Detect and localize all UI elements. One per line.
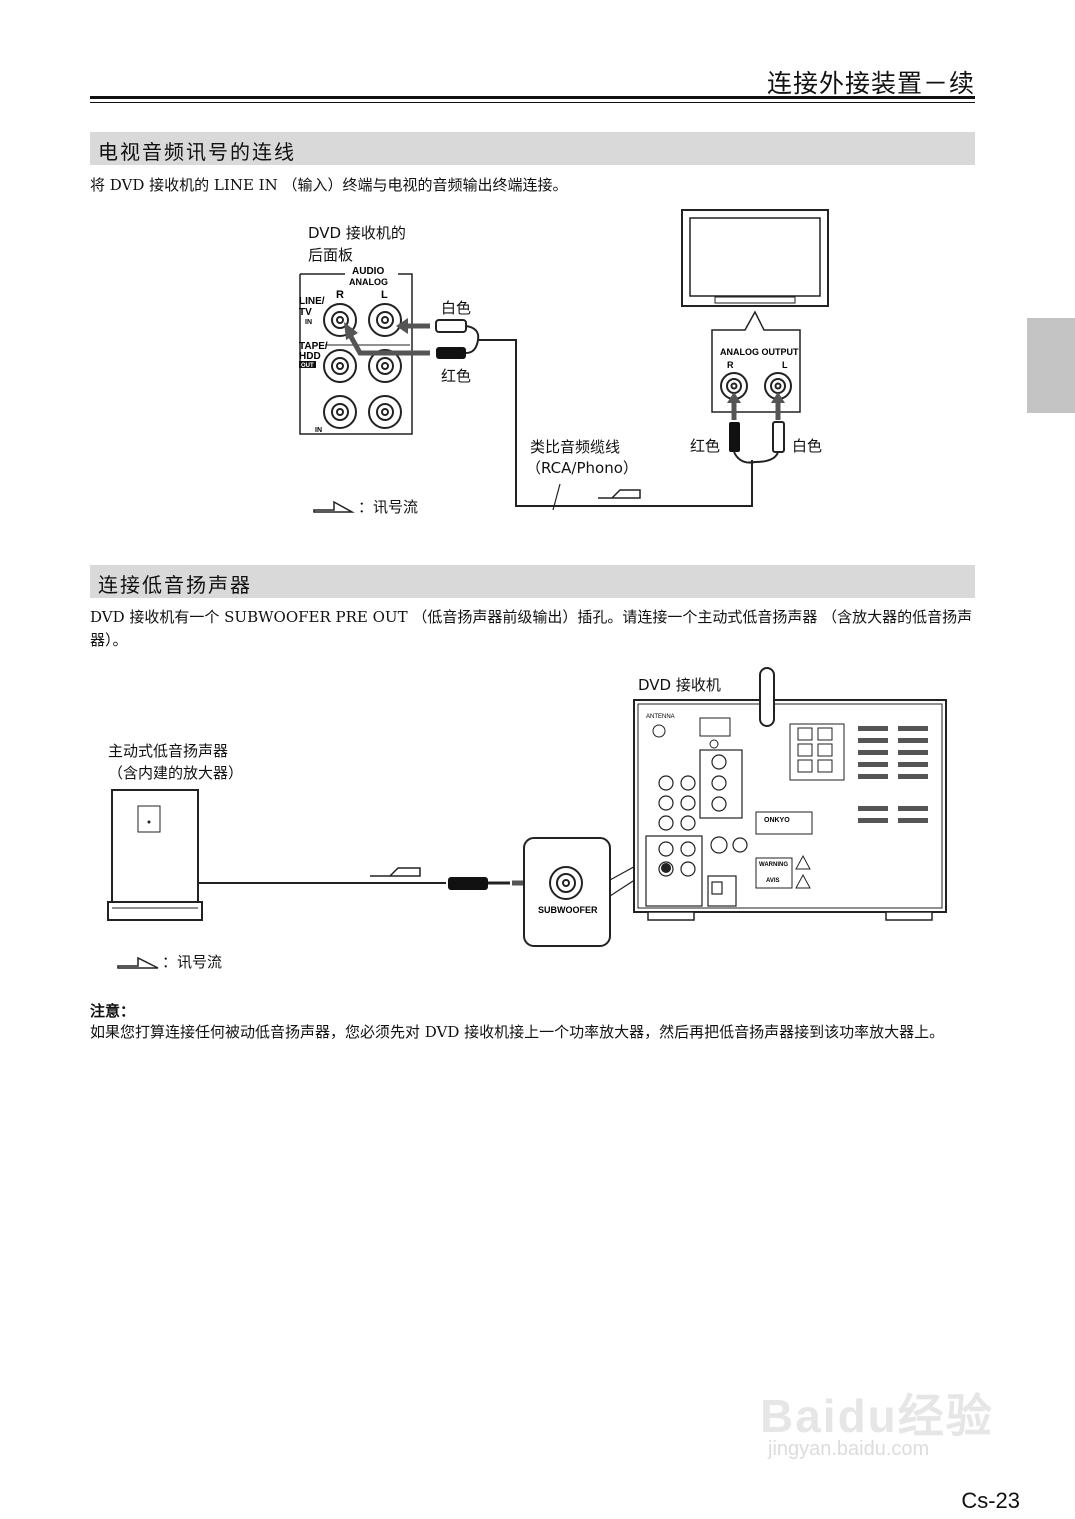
cable-label: 类比音频缆线 (530, 438, 621, 456)
onkyo-label: ONKYO (764, 817, 790, 824)
white-label-right: 白色 (792, 437, 823, 455)
section-title-subwoofer: 连接低音扬声器 (98, 573, 252, 597)
panel-label-2: 后面板 (308, 246, 354, 264)
subwoofer-jack-label: SUBWOOFER (538, 905, 598, 915)
note-title: 注意： (90, 1002, 136, 1020)
tv-set: ANALOG OUTPUT R L (681, 209, 829, 464)
tape-label: TAPE/ (299, 341, 328, 352)
section-body-subwoofer: DVD 接收机有一个 SUBWOOFER PRE OUT （低音扬声器前级输出）… (90, 608, 973, 649)
note-body: 如果您打算连接任何被动低音扬声器，您必须先对 DVD 接收机接上一个功率放大器，… (90, 1023, 945, 1041)
analog-output-label: ANALOG OUTPUT (720, 347, 799, 357)
line-label: LINE/ (299, 296, 325, 307)
red-label-left: 红色 (441, 367, 472, 385)
header-rule (90, 96, 975, 99)
page-number: Cs-23 (961, 1488, 1020, 1513)
side-tab (1027, 318, 1075, 413)
section-bar-tv-audio (90, 132, 975, 165)
subwoofer-label-2: （含内建的放大器） (108, 764, 244, 782)
tv-r-label: R (727, 360, 734, 370)
receiver-rear-panel: AUDIO ANALOG R L LINE/ TV IN TAPE/ HDD O… (299, 266, 430, 435)
signal-flow-legend: ：讯号流 (358, 498, 419, 516)
analog-label: ANALOG (349, 277, 388, 287)
antenna-label: ANTENNA (646, 714, 675, 720)
jack-line-l (368, 303, 402, 337)
watermark-brand: Baidu经验 (760, 1390, 994, 1442)
warning-label: WARNING (759, 862, 788, 868)
receiver-label: DVD 接收机 (638, 676, 721, 694)
panel-label: DVD 接收机的 (308, 224, 406, 242)
watermark-url: jingyan.baidu.com (768, 1438, 930, 1460)
header-rule-thin (90, 102, 975, 103)
white-label-left: 白色 (441, 299, 472, 317)
signal-flow-legend-icon-2 (117, 956, 159, 969)
l-label: L (381, 289, 388, 301)
tv-label: TV (299, 307, 312, 318)
rca-plugs-left (435, 319, 753, 507)
avis-label: AVIS (766, 878, 780, 884)
tv-l-label: L (782, 360, 788, 370)
section-title-tv-audio: 电视音频讯号的连线 (98, 140, 296, 164)
subwoofer-unit (107, 789, 203, 921)
cable-label-2: （RCA/Phono） (526, 459, 638, 477)
signal-flow-legend-2: ：讯号流 (162, 953, 223, 971)
jack-line-r (323, 303, 357, 337)
subwoofer-label: 主动式低音扬声器 (108, 742, 229, 760)
hdd-label: HDD (299, 351, 321, 362)
r-label: R (336, 289, 344, 301)
receiver-rear: ANTENNA (633, 667, 947, 921)
out-label: OUT (301, 363, 314, 369)
in-label: IN (305, 319, 312, 326)
section-bar-subwoofer (90, 565, 975, 598)
audio-label: AUDIO (352, 266, 384, 277)
red-label-right: 红色 (690, 437, 721, 455)
page-header-title: 连接外接装置－续 (766, 69, 975, 98)
in-bottom-label: IN (315, 427, 322, 434)
signal-flow-legend-icon (313, 500, 355, 513)
section-body-tv-audio: 将 DVD 接收机的 LINE IN （输入）终端与电视的音频输出终端连接。 (90, 176, 568, 194)
